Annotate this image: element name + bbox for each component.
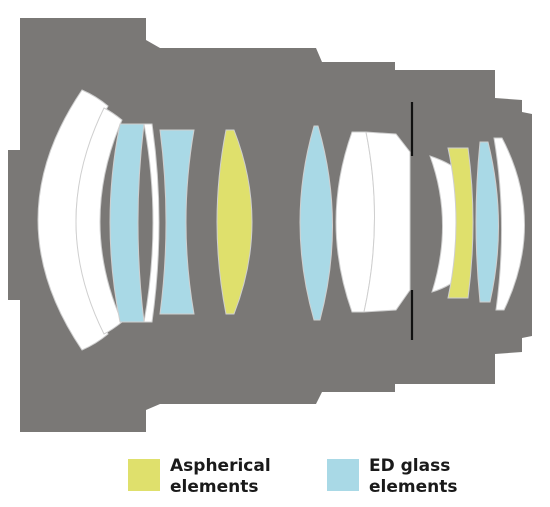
standard-element-1: [143, 123, 160, 323]
ed-glass-element-2: [159, 129, 195, 315]
lens-cross-section-diagram: [8, 18, 532, 432]
legend-label-ed-glass: ED glass elements: [369, 456, 458, 497]
standard-element-3: [363, 131, 411, 313]
ed-glass-element-3: [299, 125, 334, 321]
front-meniscus-element-1: [37, 89, 109, 351]
legend-item-ed-glass: ED glass elements: [327, 456, 457, 498]
legend-swatch-ed-glass: [327, 459, 359, 491]
aspherical-element-1: [216, 129, 253, 315]
lens-housing: [8, 18, 532, 432]
legend-item-aspherical: Aspherical elements: [128, 456, 271, 498]
rear-standard-element: [493, 137, 525, 311]
legend-label-aspherical: Aspherical elements: [170, 456, 271, 497]
legend-swatch-aspherical: [128, 459, 160, 491]
aspherical-element-2: [447, 147, 474, 299]
ed-glass-element-4: [475, 141, 500, 303]
